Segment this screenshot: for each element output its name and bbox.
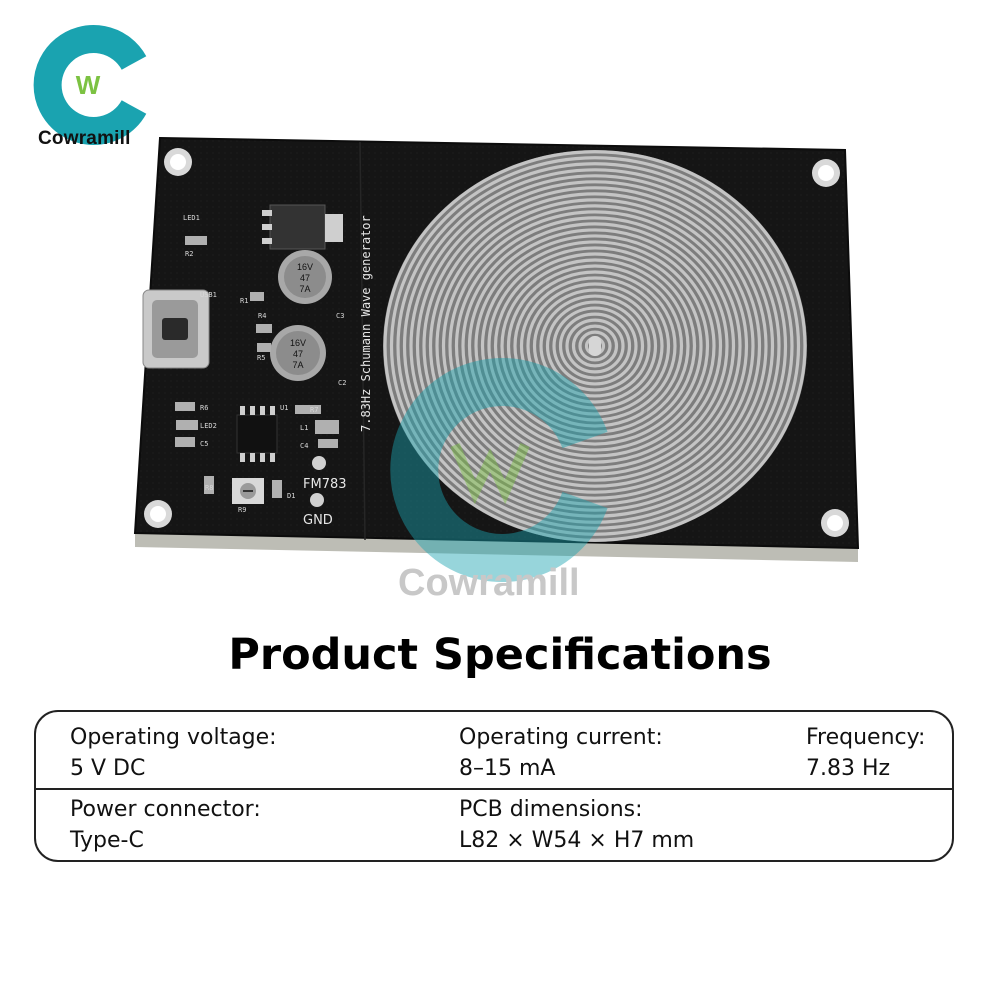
spec-value: Type-C <box>70 828 144 853</box>
svg-text:C2: C2 <box>338 379 346 387</box>
spec-label: Power connector: <box>70 797 261 822</box>
spec-current: Operating current: 8–15 mA <box>459 722 663 784</box>
board-fm-label: FM783 <box>303 477 347 492</box>
svg-text:16V: 16V <box>297 262 313 272</box>
spec-label: Operating current: <box>459 725 663 750</box>
svg-text:R5: R5 <box>257 354 265 362</box>
logo-mark: W <box>76 70 101 100</box>
potentiometer <box>232 478 264 504</box>
spec-value: 7.83 Hz <box>806 756 891 781</box>
svg-text:C3: C3 <box>336 312 344 320</box>
spiral-coil <box>383 150 807 542</box>
watermark-logo <box>390 358 608 582</box>
svg-text:USB1: USB1 <box>200 291 217 299</box>
ic-chip <box>236 406 278 462</box>
electrolytic-capacitor: 16V 47 7A <box>278 250 332 304</box>
product-photo: 16V 47 7A 16V 47 7A <box>133 136 860 582</box>
svg-text:L1: L1 <box>300 424 308 432</box>
svg-text:R7: R7 <box>310 406 318 414</box>
spec-value: 5 V DC <box>70 756 146 781</box>
specs-table: Operating voltage: 5 V DC Operating curr… <box>34 710 954 862</box>
page-title: Product Specifications <box>228 630 772 680</box>
pcb-edge <box>135 533 858 562</box>
svg-text:47: 47 <box>293 349 303 359</box>
svg-text:7A: 7A <box>292 360 303 370</box>
spec-label: PCB dimensions: <box>459 797 643 822</box>
svg-text:R4: R4 <box>258 312 266 320</box>
spec-value: 8–15 mA <box>459 756 556 781</box>
row-divider <box>36 788 952 790</box>
svg-text:7A: 7A <box>299 284 310 294</box>
electrolytic-capacitor: 16V 47 7A <box>270 325 326 381</box>
usb-c-connector <box>142 289 210 369</box>
spec-connector: Power connector: Type-C <box>70 794 261 856</box>
spec-frequency: Frequency: 7.83 Hz <box>806 722 925 784</box>
svg-text:C5: C5 <box>200 440 208 448</box>
spec-dimensions: PCB dimensions: L82 × W54 × H7 mm <box>459 794 694 856</box>
spec-voltage: Operating voltage: 5 V DC <box>70 722 277 784</box>
voltage-regulator <box>262 204 343 250</box>
mounting-hole-icon <box>144 148 849 537</box>
svg-text:R6: R6 <box>200 404 208 412</box>
svg-text:R8: R8 <box>205 484 213 492</box>
svg-text:LED2: LED2 <box>200 422 217 430</box>
svg-text:16V: 16V <box>290 338 306 348</box>
board-silkscreen-title: 7.83Hz Schumann Wave generator <box>359 215 373 432</box>
watermark-text: Cowramill <box>398 562 580 604</box>
spec-label: Operating voltage: <box>70 725 277 750</box>
svg-text:R2: R2 <box>185 250 193 258</box>
brand-name: Cowramill <box>38 128 131 149</box>
svg-text:D1: D1 <box>287 492 295 500</box>
svg-text:R1: R1 <box>240 297 248 305</box>
brand-logo: W <box>33 25 147 145</box>
svg-text:47: 47 <box>300 273 310 283</box>
svg-text:C4: C4 <box>300 442 308 450</box>
svg-text:U1: U1 <box>280 404 288 412</box>
spec-label: Frequency: <box>806 725 926 750</box>
board-gnd-label: GND <box>303 513 333 528</box>
svg-text:LED1: LED1 <box>183 214 200 222</box>
svg-text:R9: R9 <box>238 506 246 514</box>
spec-value: L82 × W54 × H7 mm <box>459 828 695 853</box>
